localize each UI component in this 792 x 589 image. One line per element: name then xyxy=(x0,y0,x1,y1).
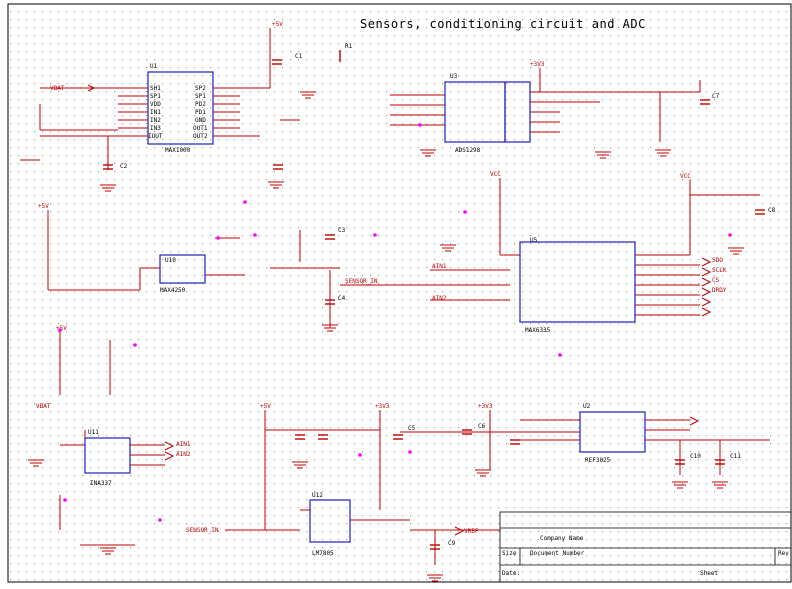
svg-text:C10: C10 xyxy=(690,453,701,460)
wires xyxy=(20,28,770,565)
svg-text:AIN1: AIN1 xyxy=(176,441,191,448)
svg-text:IOUT: IOUT xyxy=(148,133,163,140)
net-flags xyxy=(87,84,712,536)
sheet-border xyxy=(7,3,792,583)
grid-dots xyxy=(6,4,792,584)
svg-text:C1: C1 xyxy=(295,53,303,60)
svg-text:+5V: +5V xyxy=(56,325,67,332)
svg-text:VCC: VCC xyxy=(680,173,691,180)
svg-text:+3V3: +3V3 xyxy=(478,403,493,410)
component-u4[interactable] xyxy=(504,81,531,143)
svg-text:AIN1: AIN1 xyxy=(432,263,447,270)
svg-text:VREF: VREF xyxy=(464,528,479,535)
svg-text:U11: U11 xyxy=(88,429,99,436)
svg-text:C5: C5 xyxy=(408,425,416,432)
svg-text:IN3: IN3 xyxy=(150,125,161,132)
svg-text:GND: GND xyxy=(195,117,206,124)
svg-text:C3: C3 xyxy=(338,227,346,234)
svg-text:Sheet: Sheet xyxy=(700,570,718,577)
svg-text:IN1: IN1 xyxy=(150,109,161,116)
svg-text:C11: C11 xyxy=(730,453,741,460)
svg-text:VBAT: VBAT xyxy=(50,85,65,92)
svg-text:U3: U3 xyxy=(450,73,458,80)
title-block-text: Company Name Size Document Number Rev Da… xyxy=(502,535,789,577)
svg-text:Document Number: Document Number xyxy=(530,550,585,557)
svg-text:AIN2: AIN2 xyxy=(176,451,191,458)
svg-text:+5V: +5V xyxy=(272,21,283,28)
svg-text:U2: U2 xyxy=(583,403,591,410)
svg-text:MAX6335: MAX6335 xyxy=(525,327,551,334)
svg-text:U1: U1 xyxy=(150,63,158,70)
u1-pins xyxy=(118,87,240,137)
svg-text:VBAT: VBAT xyxy=(36,403,51,410)
svg-text:OUT1: OUT1 xyxy=(193,125,208,132)
svg-text:SDO: SDO xyxy=(712,257,723,264)
ground-symbols xyxy=(28,91,744,582)
svg-text:+3V3: +3V3 xyxy=(375,403,390,410)
svg-text:OUT2: OUT2 xyxy=(193,133,208,140)
junctions xyxy=(58,123,732,522)
svg-text:SH1: SH1 xyxy=(150,85,161,92)
svg-text:SENSOR_IN: SENSOR_IN xyxy=(186,527,219,534)
svg-text:+5V: +5V xyxy=(260,403,271,410)
svg-text:C4: C4 xyxy=(338,295,346,302)
component-u2[interactable] xyxy=(579,411,646,453)
svg-text:MAX4250: MAX4250 xyxy=(160,287,186,294)
net-labels: VBAT +5V +3V3 VCC VCC AIN1 AIN2 SENSOR_I… xyxy=(36,21,727,535)
component-u1[interactable] xyxy=(147,71,214,145)
component-u11[interactable] xyxy=(84,437,131,474)
svg-text:INA337: INA337 xyxy=(90,480,112,487)
svg-text:AIN2: AIN2 xyxy=(432,295,447,302)
svg-text:C9: C9 xyxy=(448,540,456,547)
svg-text:C6: C6 xyxy=(478,423,486,430)
svg-text:LM7805: LM7805 xyxy=(312,550,334,557)
svg-text:SCLK: SCLK xyxy=(712,267,727,274)
sheet-title: Sensors, conditioning circuit and ADC xyxy=(360,17,646,31)
svg-text:Company Name: Company Name xyxy=(540,535,584,542)
component-u12[interactable] xyxy=(309,499,351,543)
svg-text:IN2: IN2 xyxy=(150,117,161,124)
svg-text:R1: R1 xyxy=(345,43,353,50)
svg-text:C8: C8 xyxy=(768,207,776,214)
component-bodies xyxy=(84,81,646,543)
svg-text:SP1: SP1 xyxy=(195,93,206,100)
svg-text:C2: C2 xyxy=(120,163,128,170)
component-u10[interactable] xyxy=(159,254,206,284)
svg-text:C7: C7 xyxy=(712,93,720,100)
svg-text:Rev: Rev xyxy=(778,550,789,557)
svg-text:REF3025: REF3025 xyxy=(585,457,611,464)
svg-text:+3V3: +3V3 xyxy=(530,61,545,68)
component-labels: U1 MAX1000 U10 MAX4250 U3 ADS1298 U5 MAX… xyxy=(88,43,776,557)
svg-text:ADS1298: ADS1298 xyxy=(455,147,481,154)
svg-text:SENSOR_IN: SENSOR_IN xyxy=(345,278,378,285)
svg-text:VCC: VCC xyxy=(490,171,501,178)
svg-text:U12: U12 xyxy=(312,492,323,499)
svg-text:+5V: +5V xyxy=(38,203,49,210)
svg-text:CS: CS xyxy=(712,277,720,284)
component-u5[interactable] xyxy=(519,241,636,323)
svg-text:PD1: PD1 xyxy=(195,109,206,116)
svg-text:Date:: Date: xyxy=(502,570,520,577)
title-block xyxy=(499,511,792,583)
svg-text:DRDY: DRDY xyxy=(712,287,727,294)
svg-text:Size: Size xyxy=(502,550,517,557)
svg-text:U5: U5 xyxy=(530,237,538,244)
svg-text:MAX1000: MAX1000 xyxy=(165,147,191,154)
svg-text:SP2: SP2 xyxy=(195,85,206,92)
svg-text:VDD: VDD xyxy=(150,101,161,108)
passives xyxy=(103,50,765,550)
svg-text:PD2: PD2 xyxy=(195,101,206,108)
svg-text:SP1: SP1 xyxy=(150,93,161,100)
svg-text:U10: U10 xyxy=(165,257,176,264)
